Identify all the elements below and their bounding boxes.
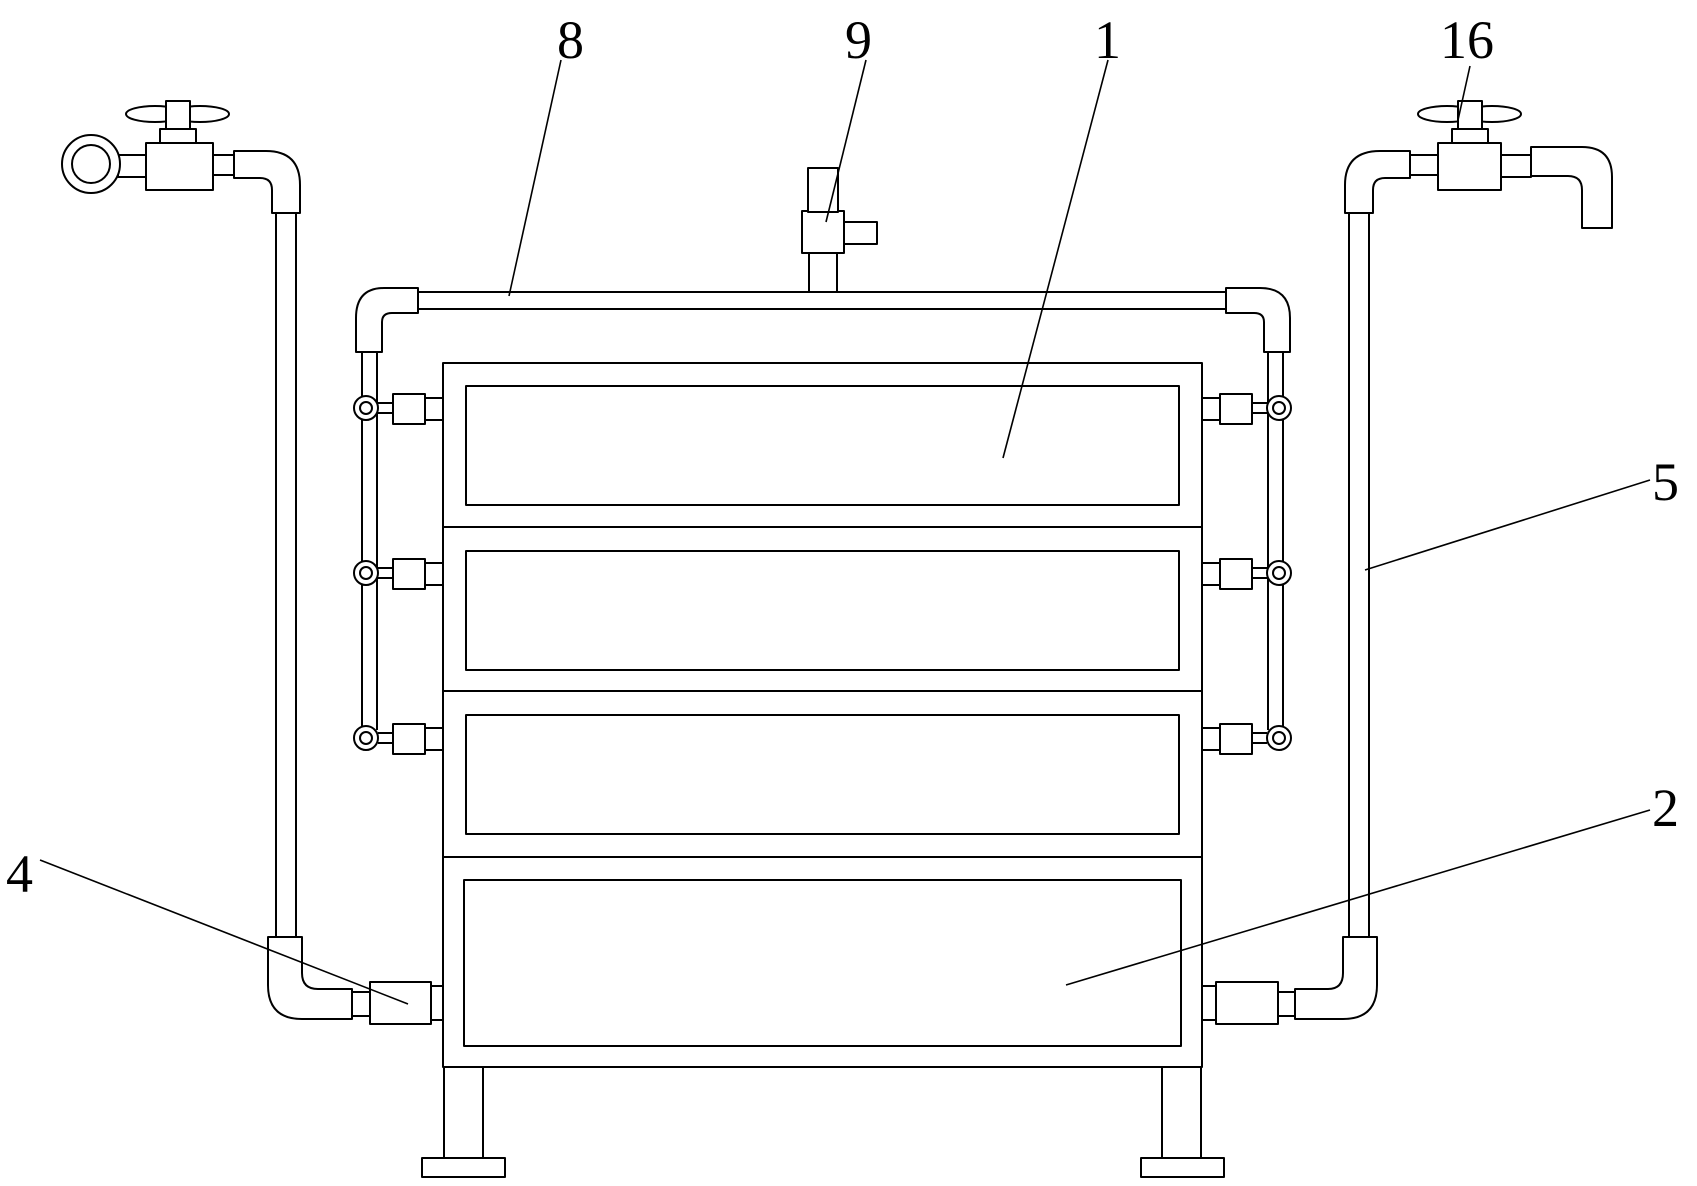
right-top-elbow [1225, 287, 1291, 353]
leader-2 [1065, 809, 1651, 986]
right-connector-1 [1201, 393, 1292, 425]
legs [421, 1066, 1225, 1178]
right-leg [1161, 1066, 1202, 1159]
spout [1530, 146, 1613, 229]
left-connector-3 [353, 723, 444, 755]
right-connector-2 [1201, 558, 1292, 590]
left-connectors [353, 393, 444, 755]
right-connector-3 [1201, 723, 1292, 755]
left-top-elbow [355, 287, 419, 353]
top-manifold-pipe [355, 287, 1291, 353]
left-foot [421, 1157, 506, 1178]
label-2: 2 [1652, 778, 1679, 838]
leader-4 [39, 859, 409, 1005]
cabinet-body [442, 362, 1203, 1068]
vent-valve [801, 167, 878, 293]
leader-lines [39, 59, 1651, 1005]
right-lower-elbow [1294, 936, 1378, 1020]
leader-8 [508, 59, 562, 297]
left-inlet-pipe [61, 100, 444, 1025]
right-connectors [1201, 393, 1292, 755]
label-16: 16 [1440, 10, 1494, 70]
leader-5 [1364, 479, 1651, 571]
leader-9 [825, 59, 867, 223]
compartment-3 [465, 714, 1180, 835]
left-upper-elbow [233, 150, 301, 214]
left-connector-1 [353, 393, 444, 425]
label-9: 9 [845, 10, 872, 70]
left-leg [443, 1066, 484, 1159]
right-upper-elbow [1344, 150, 1411, 214]
handwheel-icon [61, 134, 121, 194]
label-5: 5 [1652, 452, 1679, 512]
compartment-2 [465, 550, 1180, 671]
left-connector-2 [353, 558, 444, 590]
label-4: 4 [6, 844, 33, 904]
right-foot [1140, 1157, 1225, 1178]
label-8: 8 [557, 10, 584, 70]
leader-16 [1457, 65, 1471, 121]
label-1: 1 [1094, 10, 1121, 70]
reference-labels: 8 9 1 16 5 2 4 [6, 10, 1679, 904]
leader-1 [1002, 59, 1109, 459]
compartment-bottom [463, 879, 1182, 1047]
compartment-1 [465, 385, 1180, 506]
right-outlet-pipe [1201, 100, 1613, 1025]
